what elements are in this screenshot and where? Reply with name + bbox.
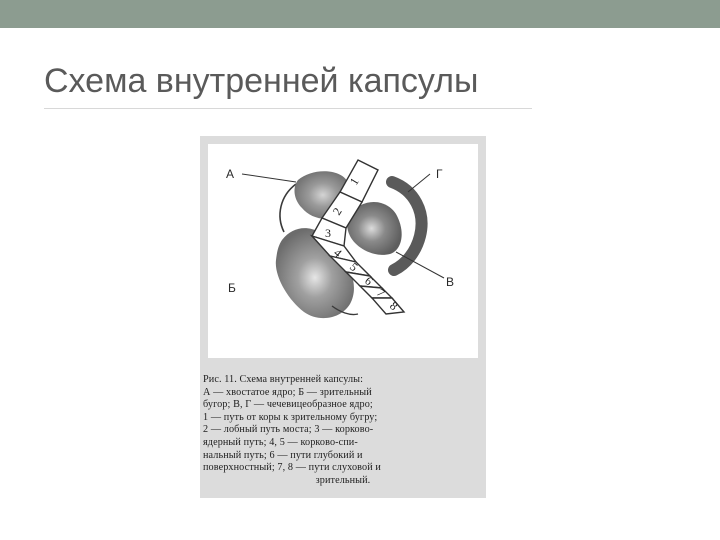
pathway-box-8 [370,297,406,315]
caption-line: бугор; В, Г — чечевицеобразное ядро; [203,399,373,411]
leader-v [395,251,445,279]
label-g: Г [436,167,443,181]
caption-line: зрительный. [315,474,371,486]
label-a: А [226,167,234,181]
title-underline [44,108,532,109]
lenticular-outer [386,176,428,276]
caption-line: А — хвостатое ядро; Б — зрительный [203,386,372,398]
internal-capsule-band: 1 2 3 4 5 6 7 8 [309,159,406,315]
leader-g [407,173,431,193]
label-b: Б [228,281,236,295]
top-band [0,0,720,28]
lenticular-inner [347,202,402,255]
caption-line: ядерный путь; 4, 5 — корково-спи- [203,436,358,448]
caption-line: нальный путь; 6 — пути глубокий и [203,449,363,461]
caudate-outline [279,183,297,233]
caption-line: 2 — лобный путь моста; 3 — корково- [203,424,374,436]
capsule-figure: 1 2 3 4 5 6 7 8 А Г Б В [200,136,486,498]
leader-a [241,173,297,183]
caption-line: Рис. 11. Схема внутренней капсулы: [203,374,364,385]
figure-caption: Рис. 11. Схема внутренней капсулы: А — х… [203,374,483,487]
capsule-diagram: 1 2 3 4 5 6 7 8 А Г Б В [208,144,478,358]
thalamus-tail [331,305,359,316]
caption-line: поверхностный; 7, 8 — пути слуховой и [203,462,381,474]
label-v: В [446,275,454,289]
caption-line: 1 — путь от коры к зрительному бугру; [203,411,378,423]
pathway-number: 3 [325,226,331,240]
slide-title: Схема внутренней капсулы [44,62,479,100]
